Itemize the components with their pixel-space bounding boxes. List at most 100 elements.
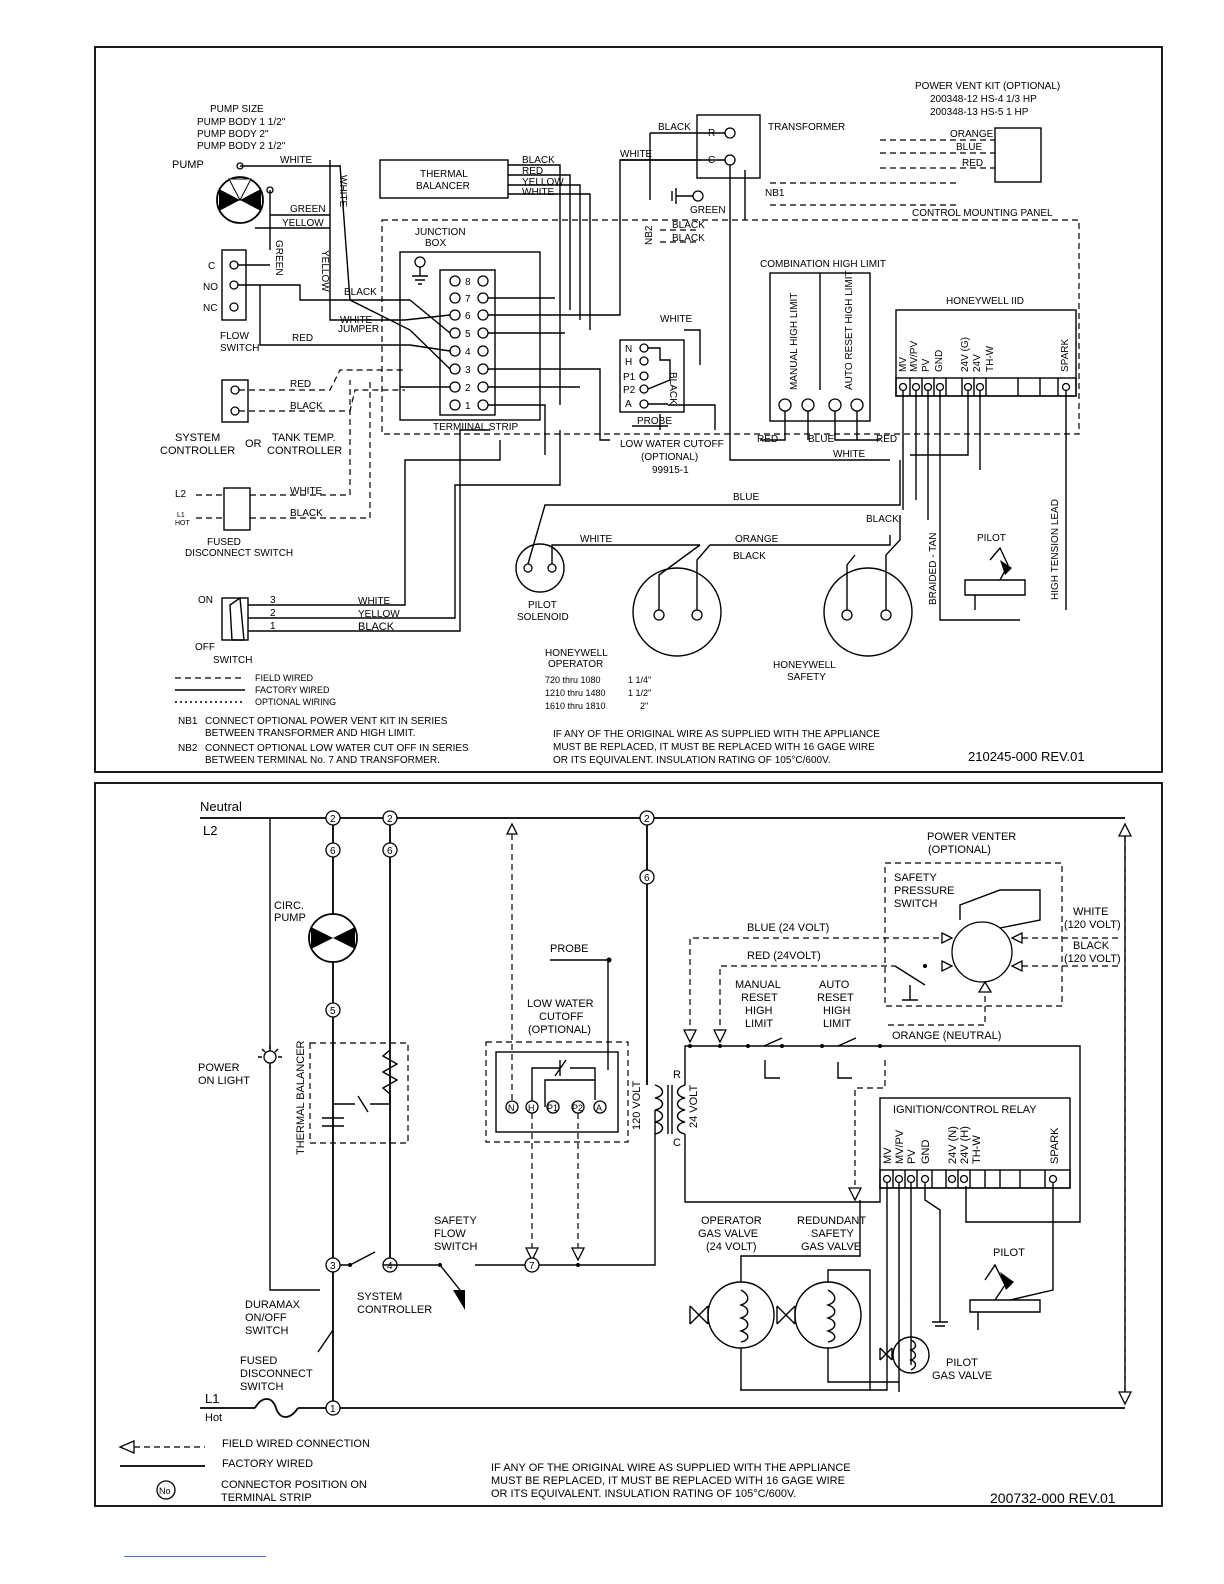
terminal-number: 4 — [465, 347, 471, 358]
pilot-gas-valve-label: GAS VALVE — [932, 1370, 992, 1382]
tank-temp-controller-label: CONTROLLER — [267, 445, 342, 457]
terminal-column-left — [449, 275, 461, 411]
pilot-burner-icon — [964, 546, 1026, 610]
safety-pressure-switch-label: SAFETY — [894, 872, 937, 884]
terminal-number: 6 — [465, 311, 471, 322]
lwco-inner-box — [495, 1051, 619, 1133]
lwco-caption: LOW WATER CUTOFF — [620, 439, 724, 450]
wire-label-vertical: YELLOW — [319, 250, 330, 292]
operator-row-model: 720 thru 1080 — [545, 675, 601, 685]
relay-terminal-label: 24V (H) — [959, 1126, 971, 1164]
pump-icon — [216, 176, 264, 224]
auto-reset-label: HIGH — [823, 1005, 851, 1017]
wire-label: WHITE — [280, 155, 313, 166]
wire-label-vertical: BLACK — [667, 372, 678, 405]
wire-label: BLACK — [672, 220, 705, 231]
safety-pressure-switch-label: PRESSURE — [894, 885, 955, 897]
relay-terminal-label: PV — [906, 1149, 918, 1164]
wire-label: BLACK — [290, 401, 323, 412]
connector-symbol: No — [159, 1486, 171, 1496]
wire-label: YELLOW — [282, 218, 324, 229]
black-120-label: BLACK — [1073, 940, 1110, 952]
wire-label: GREEN — [290, 204, 326, 215]
wire-label: BLACK — [522, 155, 555, 166]
pilot-solenoid-label: PILOT — [528, 600, 557, 611]
pump-size-title: PUMP SIZE — [210, 104, 264, 115]
lwco-label: LOW WATER — [527, 998, 594, 1010]
pilot-burner-icon — [932, 1263, 1041, 1330]
iid-terminal-label: SPARK — [1060, 339, 1071, 372]
relay-terminal-label: GND — [920, 1140, 932, 1165]
hot-label: HOT — [175, 520, 191, 527]
wire-label: WHITE — [522, 187, 555, 198]
black-120-label: (120 VOLT) — [1064, 953, 1121, 965]
pump-label: PUMP — [172, 159, 204, 171]
duramax-label: DURAMAX — [245, 1299, 301, 1311]
wire-label: BLACK — [866, 514, 899, 525]
warning-text: MUST BE REPLACED, IT MUST BE REPLACED WI… — [491, 1475, 845, 1487]
white-120-label: (120 VOLT) — [1064, 919, 1121, 931]
transformer-r: R — [673, 1069, 681, 1081]
underline-link[interactable] — [124, 1556, 266, 1557]
node-number: 2 — [330, 814, 336, 825]
wire-label: RED — [876, 434, 897, 445]
lwco-outer-box — [485, 1041, 629, 1143]
power-on-light-label: POWER — [198, 1062, 240, 1074]
switch-pin: 1 — [270, 621, 276, 632]
lwco-terminal-label: A — [625, 399, 632, 410]
note-text: CONNECT OPTIONAL POWER VENT KIT IN SERIE… — [205, 716, 448, 727]
wire-label: WHITE — [620, 149, 653, 160]
power-vent-kit: 200348-13 HS-5 1 HP — [930, 107, 1029, 118]
pump-size-item: PUMP BODY 2" — [197, 129, 269, 140]
system-controller-block — [221, 379, 249, 423]
manual-reset-label: LIMIT — [745, 1018, 773, 1030]
system-controller-label: SYSTEM — [357, 1291, 402, 1303]
redundant-safety-label: GAS VALVE — [801, 1241, 861, 1253]
lwco-caption: (OPTIONAL) — [641, 452, 698, 463]
terminal-number: 1 — [465, 401, 471, 412]
terminal-number: 3 — [465, 365, 471, 376]
flow-switch-c: C — [208, 261, 215, 272]
combination-high-limit-label: COMBINATION HIGH LIMIT — [760, 259, 886, 270]
operator-gas-valve-label: OPERATOR — [701, 1215, 762, 1227]
fused-disconnect-label: DISCONNECT SWITCH — [185, 548, 293, 559]
red-24-label: RED (24VOLT) — [747, 950, 821, 962]
wire-label: RED — [290, 379, 311, 390]
manual-high-limit-label: MANUAL HIGH LIMIT — [789, 293, 800, 390]
relay-terminal-label: MV — [882, 1147, 894, 1164]
junction-box-label: BOX — [425, 238, 446, 249]
safety-flow-switch-label: FLOW — [434, 1228, 466, 1240]
terminal-strip-label: TERMIINAL STRIP — [433, 422, 519, 433]
operator-row-size: 1 1/4" — [628, 675, 651, 685]
manual-reset-label: RESET — [741, 992, 778, 1004]
pilot-label: PILOT — [993, 1247, 1025, 1259]
tank-temp-controller-label: TANK TEMP. — [272, 432, 336, 444]
wire-label: WHITE — [290, 486, 323, 497]
iid-terminal-label: 24V (G) — [960, 337, 971, 372]
wire-label: RED — [962, 158, 983, 169]
auto-reset-label: RESET — [817, 992, 854, 1004]
iid-terminal-label: MV/PV — [909, 341, 920, 372]
legend-field: FIELD WIRED — [255, 673, 314, 683]
pilot-label: PILOT — [977, 533, 1006, 544]
circ-pump-icon — [308, 913, 358, 963]
duramax-label: ON/OFF — [245, 1312, 287, 1324]
honeywell-iid-label: HONEYWELL IID — [946, 296, 1024, 307]
pump-size-item: PUMP BODY 2 1/2" — [197, 141, 286, 152]
wire-label: RED — [522, 166, 543, 177]
node-number: 4 — [387, 1261, 393, 1272]
circ-pump-label: PUMP — [274, 912, 306, 924]
manual-reset-label: MANUAL — [735, 979, 781, 991]
power-venter-motor-icon — [941, 889, 1041, 993]
neutral-label: Neutral — [200, 799, 242, 814]
iid-terminal-label: 24V — [972, 354, 983, 372]
note-text: CONNECT OPTIONAL LOW WATER CUT OFF IN SE… — [205, 743, 469, 754]
switch-on-label: ON — [198, 595, 213, 606]
l2-label: L2 — [175, 489, 187, 500]
switch-off-label: OFF — [195, 642, 215, 653]
warning-text: IF ANY OF THE ORIGINAL WIRE AS SUPPLIED … — [553, 729, 880, 740]
thermal-balancer-label: THERMAL — [420, 169, 468, 180]
node-number: 2 — [644, 814, 650, 825]
node-number: 6 — [330, 846, 336, 857]
v120-label: 120 VOLT — [631, 1080, 643, 1130]
